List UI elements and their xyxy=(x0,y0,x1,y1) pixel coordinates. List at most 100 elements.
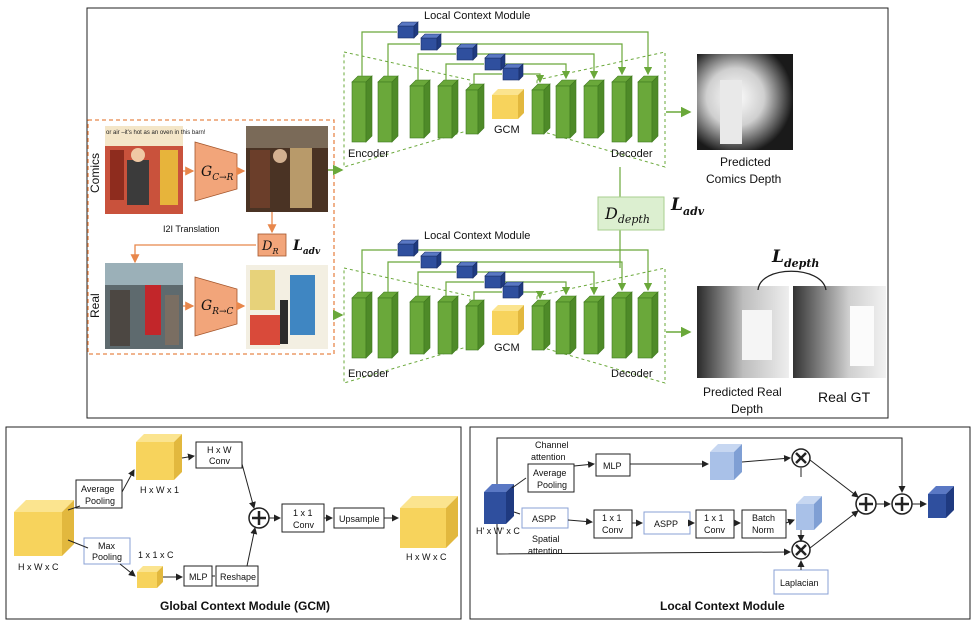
real-input-image xyxy=(105,263,183,349)
lcm-input-dim: H' x W' x C xyxy=(476,526,520,536)
generator-c2r-label: GC→R xyxy=(201,164,234,183)
lcm-avg-pool-box xyxy=(527,463,575,493)
gcm-hw-conv-line2: Conv xyxy=(209,456,231,466)
gcm-output-dim: H x W x C xyxy=(406,552,447,562)
gcm-avg-pool-line1: Average xyxy=(81,484,114,494)
lcm-label-bottom: Local Context Module xyxy=(424,230,530,242)
generator-r2c-label: GR→C xyxy=(201,298,234,317)
gcm-panel-frame xyxy=(5,426,462,620)
lcm-channel-cube xyxy=(710,444,742,480)
gcm-hw1-cube xyxy=(136,434,182,480)
top-panel-frame xyxy=(86,7,889,419)
lcm-batchnorm-line1: Batch xyxy=(752,513,775,523)
gcm-output-cube xyxy=(400,496,458,548)
gcm-c11-dim: 1 x 1 x C xyxy=(138,550,174,560)
lcm-mlp-label: MLP xyxy=(603,461,622,471)
real-gt-label: Real GT xyxy=(818,389,871,405)
gcm-upsample-label: Upsample xyxy=(339,514,380,524)
pred-real-line2: Depth xyxy=(731,402,763,416)
real-label: Real xyxy=(88,293,102,318)
pred-real-line1: Predicted Real xyxy=(703,385,782,399)
lcm-arrows xyxy=(496,437,927,570)
lcm-avg-pool-line2: Pooling xyxy=(537,480,567,490)
comic-speech-text: or air –it's hot as an oven in this barn… xyxy=(106,130,206,136)
encoder-decoder-top xyxy=(343,21,666,168)
lcm-input-cube xyxy=(484,484,514,524)
predicted-comics-depth-image xyxy=(697,54,793,150)
pred-comics-line2: Comics Depth xyxy=(706,172,781,186)
gcm-avg-pool-line2: Pooling xyxy=(85,496,115,506)
encoder-label-bottom: Encoder xyxy=(348,368,389,380)
lcm-panel-frame xyxy=(469,426,971,620)
lcm-spatial-line1: Spatial xyxy=(532,534,560,544)
lcm-conv11a-box xyxy=(593,509,633,539)
gcm-label-top: GCM xyxy=(494,124,520,136)
comics-input-image xyxy=(105,126,183,214)
lcm-mlp-box xyxy=(595,453,631,477)
gcm-title: Global Context Module (GCM) xyxy=(160,599,330,613)
gcm-arrows xyxy=(67,453,399,581)
generator-r2c xyxy=(194,276,238,337)
gcm-hw1-dim: H x W x 1 xyxy=(140,485,179,495)
discriminator-dr xyxy=(257,233,287,257)
translated-real-image xyxy=(246,265,328,349)
lcm-output-cube xyxy=(928,486,954,518)
lcm-channel-att-line1: Channel xyxy=(535,440,569,450)
gcm-max-pool-line1: Max xyxy=(98,541,116,551)
discriminator-ddepth xyxy=(597,196,665,231)
ldepth-arc xyxy=(757,270,827,291)
lcm-plus-1 xyxy=(855,493,877,515)
lcm-conv11a-line2: Conv xyxy=(602,525,624,535)
gcm-c11-cube xyxy=(137,566,163,588)
lcm-spatial-line2: attention xyxy=(528,546,563,556)
lcm-batchnorm-line2: Norm xyxy=(752,525,774,535)
discriminator-dr-label: DR xyxy=(261,239,278,256)
real-gt-image xyxy=(793,286,886,378)
generator-c2r xyxy=(194,141,238,202)
i2i-label: I2I Translation xyxy=(163,224,220,234)
lcm-title: Local Context Module xyxy=(660,599,785,613)
gcm-max-pool-line2: Pooling xyxy=(92,552,122,562)
decoder-label-bottom: Decoder xyxy=(611,368,653,380)
lcm-conv11b-line1: 1 x 1 xyxy=(704,513,724,523)
i2i-translation-region xyxy=(87,119,335,355)
i2i-arrows xyxy=(130,166,277,311)
predicted-real-depth-image xyxy=(697,286,789,378)
ddepth-label: Ddepth xyxy=(604,204,650,226)
lcm-laplacian-label: Laplacian xyxy=(780,578,819,588)
lcm-laplacian-box xyxy=(773,569,829,595)
lcm-multiply-top xyxy=(791,448,811,468)
encoder-decoder-bottom xyxy=(343,239,666,384)
decoder-label-top: Decoder xyxy=(611,148,653,160)
gcm-conv11-box xyxy=(281,503,325,533)
lcm-multiply-bottom xyxy=(791,540,811,560)
lcm-channel-att-line2: attention xyxy=(531,452,566,462)
encoder-label-top: Encoder xyxy=(348,148,389,160)
lcm-label-top: Local Context Module xyxy=(424,10,530,22)
gcm-input-cube xyxy=(14,500,74,556)
gcm-max-pool-box xyxy=(83,537,131,565)
lcm-plus-2 xyxy=(891,493,913,515)
lcm-aspp2-label: ASPP xyxy=(654,519,678,529)
ladv-label: Ladv xyxy=(670,195,705,218)
lcm-conv11b-box xyxy=(695,509,735,539)
translated-comics-image xyxy=(246,126,328,212)
gcm-hw-conv-line1: H x W xyxy=(207,445,232,455)
lcm-conv11b-line2: Conv xyxy=(704,525,726,535)
ladv-small-label: Ladv xyxy=(292,238,321,257)
ldepth-label: Ldepth xyxy=(771,247,819,270)
gcm-conv11-line1: 1 x 1 xyxy=(293,508,313,518)
gcm-plus-node xyxy=(248,507,270,529)
comics-label: Comics xyxy=(88,153,102,193)
gcm-hw-conv-box xyxy=(195,441,243,469)
lcm-batchnorm-box xyxy=(741,509,787,539)
lcm-aspp1-box xyxy=(521,507,569,529)
gcm-avg-pool-box xyxy=(75,479,123,509)
gcm-reshape-label: Reshape xyxy=(220,572,256,582)
gcm-input-dim: H x W x C xyxy=(18,562,59,572)
lcm-conv11a-line1: 1 x 1 xyxy=(602,513,622,523)
gcm-reshape-box xyxy=(215,565,259,587)
gcm-mlp-label: MLP xyxy=(189,572,208,582)
lcm-spatial-cube xyxy=(796,496,822,530)
